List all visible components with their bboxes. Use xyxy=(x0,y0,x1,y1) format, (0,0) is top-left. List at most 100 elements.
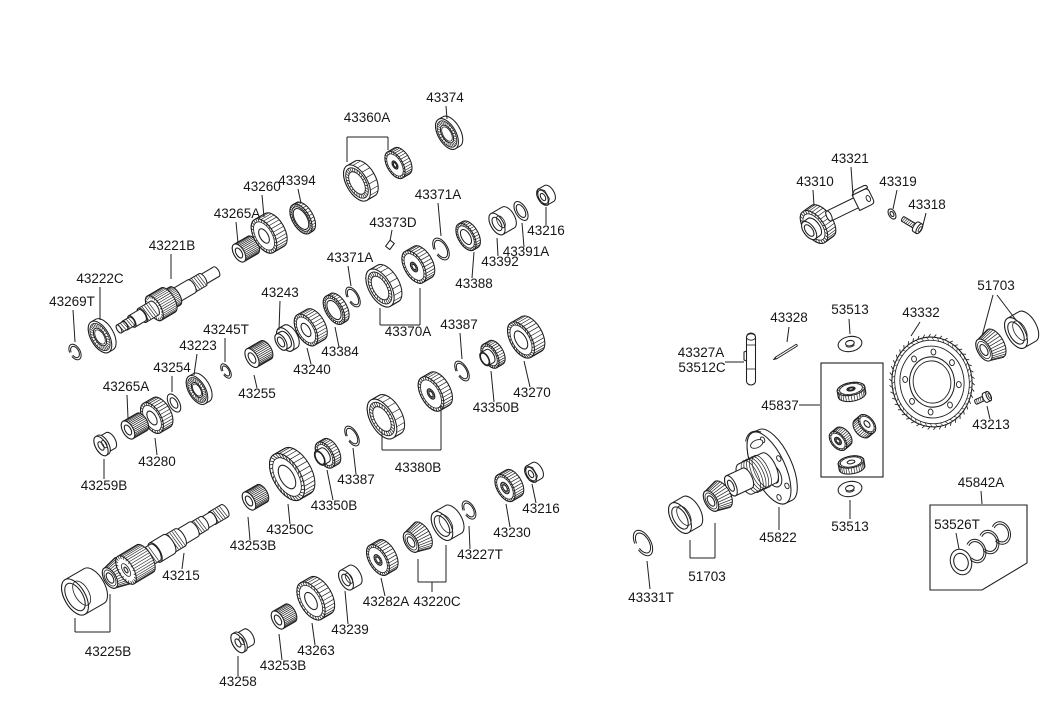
part-43387-1 xyxy=(454,360,470,382)
leader-line xyxy=(278,633,283,661)
leader-line xyxy=(922,212,927,226)
part-43255 xyxy=(244,339,274,369)
part-label: 43227T xyxy=(457,547,503,562)
leader-line xyxy=(154,437,158,456)
part-43318 xyxy=(900,216,924,235)
part-53526T-1 xyxy=(949,548,973,576)
part-label: 51703 xyxy=(977,278,1015,293)
part-43391A xyxy=(513,200,529,222)
part-43225B-cup xyxy=(61,567,109,616)
part-label: 43250C xyxy=(266,522,314,537)
part-43265A-2 xyxy=(120,412,150,440)
leader-line xyxy=(848,318,851,335)
part-43269T xyxy=(68,343,82,361)
leader-line xyxy=(521,222,525,248)
part-label: 43222C xyxy=(76,271,124,286)
part-43394 xyxy=(289,201,317,235)
leader-line xyxy=(981,294,994,337)
part-label: 43350B xyxy=(473,400,520,415)
part-label: 43254 xyxy=(153,360,191,375)
leader-line xyxy=(812,189,815,207)
leader-line xyxy=(437,202,442,237)
part-label: 43216 xyxy=(522,501,560,516)
leader-line xyxy=(72,309,76,343)
part-43373D xyxy=(385,239,395,251)
part-label: 43394 xyxy=(278,173,316,188)
part-label: 43239 xyxy=(331,622,369,637)
part-43260 xyxy=(250,212,288,254)
leader-line xyxy=(850,166,854,197)
part-label: 43230 xyxy=(493,525,531,540)
part-label: 43260 xyxy=(243,179,281,194)
part-43259B xyxy=(93,431,118,457)
part-43360A-sleeve xyxy=(343,159,379,202)
part-label: 43240 xyxy=(293,362,331,377)
part-43360A-hub xyxy=(384,146,413,180)
part-label: 45837 xyxy=(761,398,799,413)
part-43243 xyxy=(274,324,300,352)
leader-line xyxy=(496,237,499,257)
part-43265A-1 xyxy=(231,235,261,263)
group-box-45842A-box xyxy=(929,504,1028,591)
part-43258 xyxy=(230,628,255,654)
part-43371A-2 xyxy=(345,286,361,308)
leader-line xyxy=(505,503,511,528)
part-label: 43255 xyxy=(238,386,276,401)
part-label: 43221B xyxy=(149,238,196,253)
part-43388 xyxy=(455,220,481,252)
part-label: 43270 xyxy=(513,385,551,400)
leader-line xyxy=(306,347,312,365)
part-43253B-2 xyxy=(270,603,298,630)
leader-line xyxy=(326,469,334,501)
leader-line xyxy=(986,405,991,420)
part-51703t-cone xyxy=(975,328,1007,362)
part-45837-bottom xyxy=(837,455,866,475)
leader-line xyxy=(490,370,495,403)
part-label: 43282A xyxy=(363,594,410,609)
part-label: 43216 xyxy=(527,223,565,238)
part-label: 43350B xyxy=(311,498,358,513)
part-label: 43310 xyxy=(796,174,834,189)
part-43221B xyxy=(115,266,221,334)
part-43332 xyxy=(889,333,975,431)
part-label: 43321 xyxy=(831,151,869,166)
part-label: 43331T xyxy=(628,590,674,605)
part-43223 xyxy=(185,372,213,405)
part-label: 53513 xyxy=(831,302,869,317)
part-43387-2 xyxy=(344,425,360,447)
part-label: 43391A xyxy=(503,244,550,259)
part-label: 43374 xyxy=(426,90,464,105)
part-label: 43360A xyxy=(344,110,391,125)
part-43230 xyxy=(494,468,525,503)
part-43374 xyxy=(435,115,464,150)
part-43319 xyxy=(887,208,897,220)
part-label: 43318 xyxy=(908,197,946,212)
leader-line xyxy=(344,590,349,625)
part-label: 43328 xyxy=(770,310,808,325)
part-label: 43223 xyxy=(179,338,217,353)
part-label: 43373D xyxy=(369,215,417,230)
part-43240 xyxy=(293,308,328,347)
leader-line xyxy=(311,622,316,646)
part-label: 43327A xyxy=(678,345,725,360)
part-label: 43370A xyxy=(385,324,432,339)
part-label: 53513 xyxy=(831,519,869,534)
part-labels: 4337443360A433944326043371A43265A43373D4… xyxy=(49,90,1015,689)
part-label: 43258 xyxy=(219,674,257,689)
part-53513b xyxy=(837,480,863,498)
part-label: 43245T xyxy=(203,322,249,337)
part-label: 43280 xyxy=(138,454,176,469)
leader-line xyxy=(126,394,129,419)
part-label: 43269T xyxy=(49,294,95,309)
part-label: 53512C xyxy=(678,360,726,375)
part-label: 43319 xyxy=(879,174,917,189)
part-label: 43371A xyxy=(327,250,374,265)
part-43282A xyxy=(366,539,399,576)
part-43327A xyxy=(743,332,757,386)
part-43254 xyxy=(166,393,182,413)
part-43371A-1 xyxy=(432,237,450,261)
group-box-45837-box xyxy=(820,362,884,478)
leader-line xyxy=(297,188,302,204)
part-43370A-sleeve xyxy=(365,264,403,308)
